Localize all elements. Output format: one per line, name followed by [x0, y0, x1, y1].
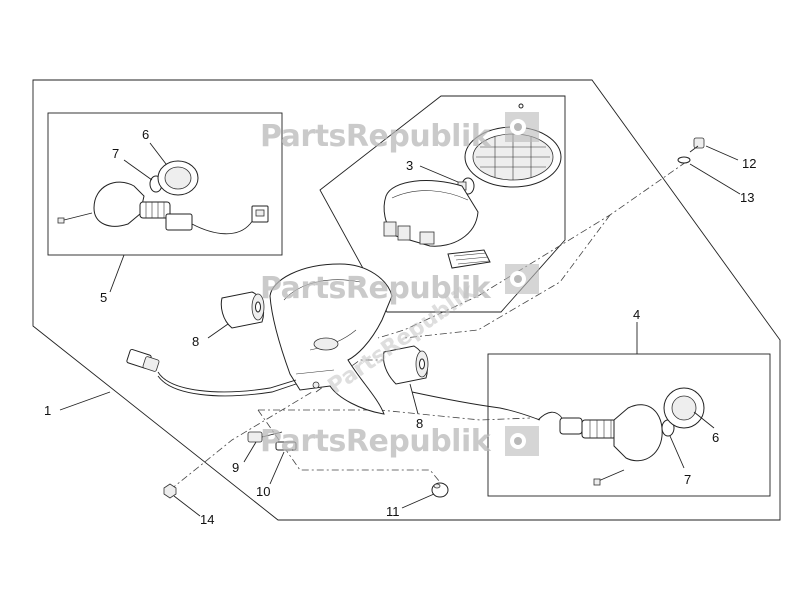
callout-11: 11 — [386, 504, 400, 519]
watermark-text: PartsRepublik — [260, 119, 492, 154]
callout-3: 3 — [406, 158, 413, 173]
gear-flag-icon — [505, 264, 539, 294]
watermark-middle: PartsRepublik — [260, 264, 539, 306]
right-indicator-assembly — [411, 387, 705, 486]
rubber-spacer-right — [383, 345, 429, 385]
spacer-10 — [275, 441, 297, 451]
bolt-12 — [689, 137, 705, 153]
callout-10: 10 — [256, 484, 270, 499]
callout-4: 4 — [633, 307, 640, 322]
rubber-spacer-left — [220, 291, 265, 329]
mudguard-bracket — [269, 263, 393, 415]
callout-12: 12 — [742, 156, 756, 171]
callout-7-right: 7 — [684, 472, 691, 487]
callout-8-left: 8 — [192, 334, 199, 349]
gear-flag-icon — [505, 426, 539, 456]
left-indicator-box — [47, 112, 283, 256]
watermark-top: PartsRepublik — [260, 112, 539, 154]
left-indicator-assembly — [57, 160, 269, 235]
callout-13: 13 — [740, 190, 754, 205]
callout-8-right: 8 — [416, 416, 423, 431]
callout-9: 9 — [232, 460, 239, 475]
callout-6-right: 6 — [712, 430, 719, 445]
nut-14 — [163, 483, 177, 499]
watermark-bottom: PartsRepublik — [260, 424, 539, 459]
watermark-text: PartsRepublik — [260, 271, 492, 306]
callout-5: 5 — [100, 290, 107, 305]
gear-flag-icon — [505, 112, 539, 142]
callout-1: 1 — [44, 403, 51, 418]
washer-13 — [677, 156, 691, 164]
rear-lamp-box — [319, 95, 566, 313]
callout-7-left: 7 — [112, 146, 119, 161]
nut-11 — [431, 482, 449, 498]
assembly-frame-outline — [32, 79, 781, 521]
main-wiring-harness — [126, 348, 297, 397]
leader-lines — [59, 142, 741, 517]
callout-6-left: 6 — [142, 127, 149, 142]
right-indicator-box — [487, 353, 771, 497]
screw-9 — [247, 431, 283, 443]
callout-14: 14 — [200, 512, 214, 527]
watermark-text: PartsRepublik — [260, 424, 492, 459]
